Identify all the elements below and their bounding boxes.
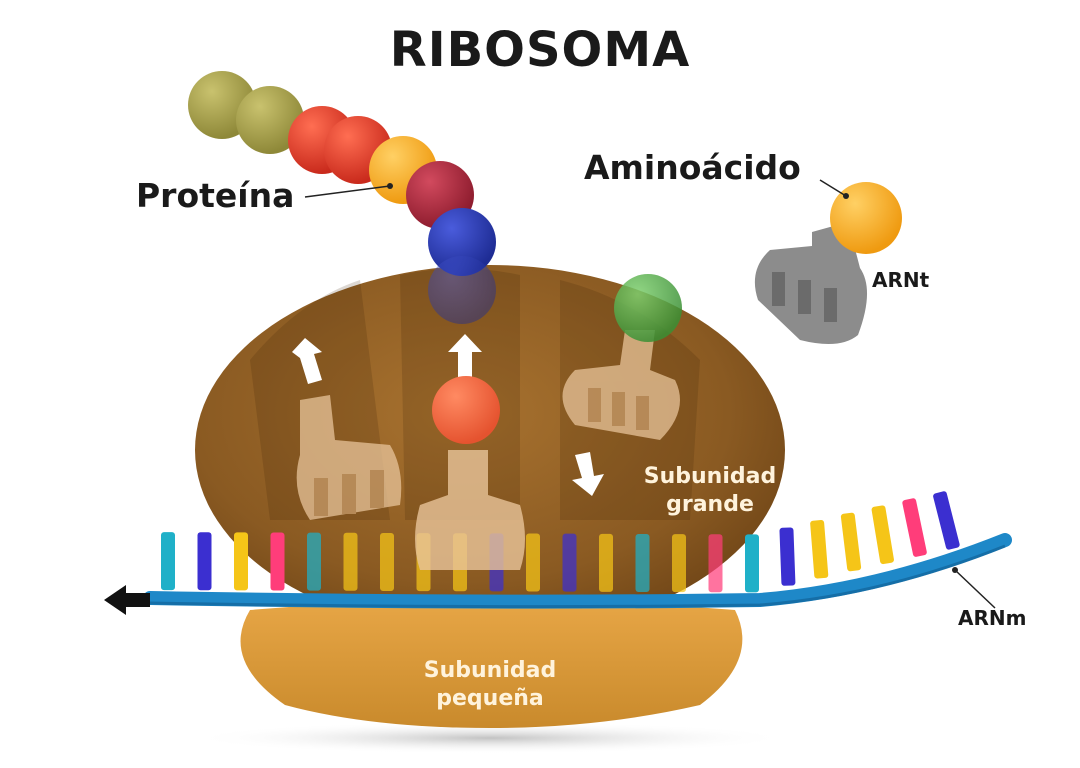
mrna-base: [526, 533, 540, 592]
mrna-base: [810, 520, 829, 579]
free-trna: [754, 222, 868, 344]
label-small-subunit-line1: Subunidad: [423, 658, 557, 683]
label-small-subunit: Subunidad pequeña: [395, 657, 585, 713]
mrna-base: [933, 491, 960, 550]
mrna-base: [779, 527, 796, 586]
label-mrna: ARNm: [958, 606, 1027, 630]
leader-amino-acid: [819, 179, 847, 197]
amino-acid-a-site: [614, 274, 682, 342]
label-large-subunit: Subunidad grande: [615, 463, 805, 519]
label-amino-acid: Aminoácido: [584, 148, 801, 187]
mrna-base: [745, 534, 759, 593]
mrna-base: [380, 532, 394, 591]
arrow-left-icon: [104, 585, 150, 615]
mrna-base: [871, 505, 894, 565]
mrna-base: [562, 533, 577, 592]
mrna-base: [672, 534, 686, 593]
mrna-base: [270, 532, 285, 591]
ground-shadow: [190, 722, 790, 754]
mrna-base: [902, 498, 927, 557]
mrna-base: [599, 533, 613, 592]
trna-p-site: [415, 450, 525, 570]
leader-mrna: [954, 569, 996, 609]
label-protein: Proteína: [136, 176, 295, 215]
label-trna: ARNt: [872, 268, 930, 292]
trna-exiting: [296, 395, 402, 520]
small-subunit: [240, 600, 743, 728]
label-small-subunit-line2: pequeña: [436, 686, 544, 711]
mrna-base: [840, 512, 862, 572]
label-large-subunit-line1: Subunidad: [643, 464, 777, 489]
trna-a-site: [562, 330, 680, 440]
arrow-down-icon: [572, 452, 604, 496]
leader-protein: [304, 185, 391, 198]
mrna-base: [197, 532, 212, 591]
mrna-base: [307, 532, 321, 591]
arrow-up-icon: [292, 338, 322, 384]
arrow-up-icon: [448, 334, 482, 378]
mrna-base: [708, 534, 723, 593]
amino-acid-free: [830, 182, 902, 254]
mrna-base: [343, 532, 358, 591]
mrna-base: [234, 532, 248, 591]
label-large-subunit-line2: grande: [666, 492, 754, 517]
amino-acid-p-site: [432, 376, 500, 444]
mrna-base: [635, 533, 650, 592]
diagram-title: RIBOSOMA: [389, 22, 691, 78]
mrna-base: [161, 532, 175, 591]
mrna-strand: [143, 533, 1012, 609]
